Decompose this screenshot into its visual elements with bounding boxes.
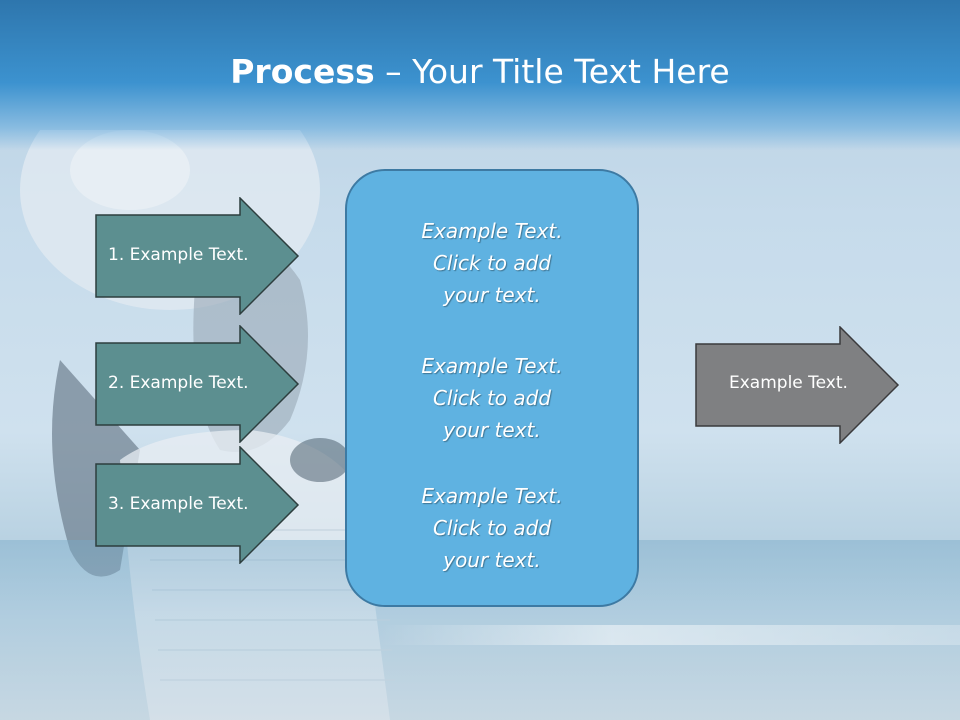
slide-title[interactable]: Process – Your Title Text Here bbox=[0, 52, 960, 91]
surf-line bbox=[380, 625, 960, 645]
left-arrow-1[interactable]: 1. Example Text. bbox=[95, 197, 300, 315]
center-text-box[interactable]: Example Text. Click to add your text. Ex… bbox=[345, 169, 639, 607]
paragraph-line: your text. bbox=[443, 283, 541, 307]
arrow-shape-icon bbox=[695, 326, 900, 444]
center-paragraph-3: Example Text. Click to add your text. bbox=[347, 480, 637, 576]
right-arrow-label: Example Text. bbox=[729, 373, 848, 393]
right-arrow[interactable]: Example Text. bbox=[695, 326, 900, 444]
center-paragraph-1: Example Text. Click to add your text. bbox=[347, 215, 637, 311]
paragraph-line: your text. bbox=[443, 548, 541, 572]
left-arrow-3[interactable]: 3. Example Text. bbox=[95, 446, 300, 564]
paragraph-line: Click to add bbox=[432, 386, 552, 410]
title-rest: – Your Title Text Here bbox=[374, 52, 730, 91]
left-arrow-1-label: 1. Example Text. bbox=[108, 245, 249, 265]
center-paragraph-2: Example Text. Click to add your text. bbox=[347, 350, 637, 446]
paragraph-line: Example Text. bbox=[421, 219, 563, 243]
title-bold: Process bbox=[230, 52, 375, 91]
left-arrow-3-label: 3. Example Text. bbox=[108, 494, 249, 514]
title-bar bbox=[0, 0, 960, 150]
paragraph-line: Click to add bbox=[432, 516, 552, 540]
arrow-shape-icon bbox=[95, 446, 300, 564]
paragraph-line: Example Text. bbox=[421, 484, 563, 508]
paragraph-line: Example Text. bbox=[421, 354, 563, 378]
paragraph-line: your text. bbox=[443, 418, 541, 442]
paragraph-line: Click to add bbox=[432, 251, 552, 275]
left-arrow-2-label: 2. Example Text. bbox=[108, 373, 249, 393]
arrow-shape-icon bbox=[95, 197, 300, 315]
left-arrow-2[interactable]: 2. Example Text. bbox=[95, 325, 300, 443]
arrow-shape-icon bbox=[95, 325, 300, 443]
